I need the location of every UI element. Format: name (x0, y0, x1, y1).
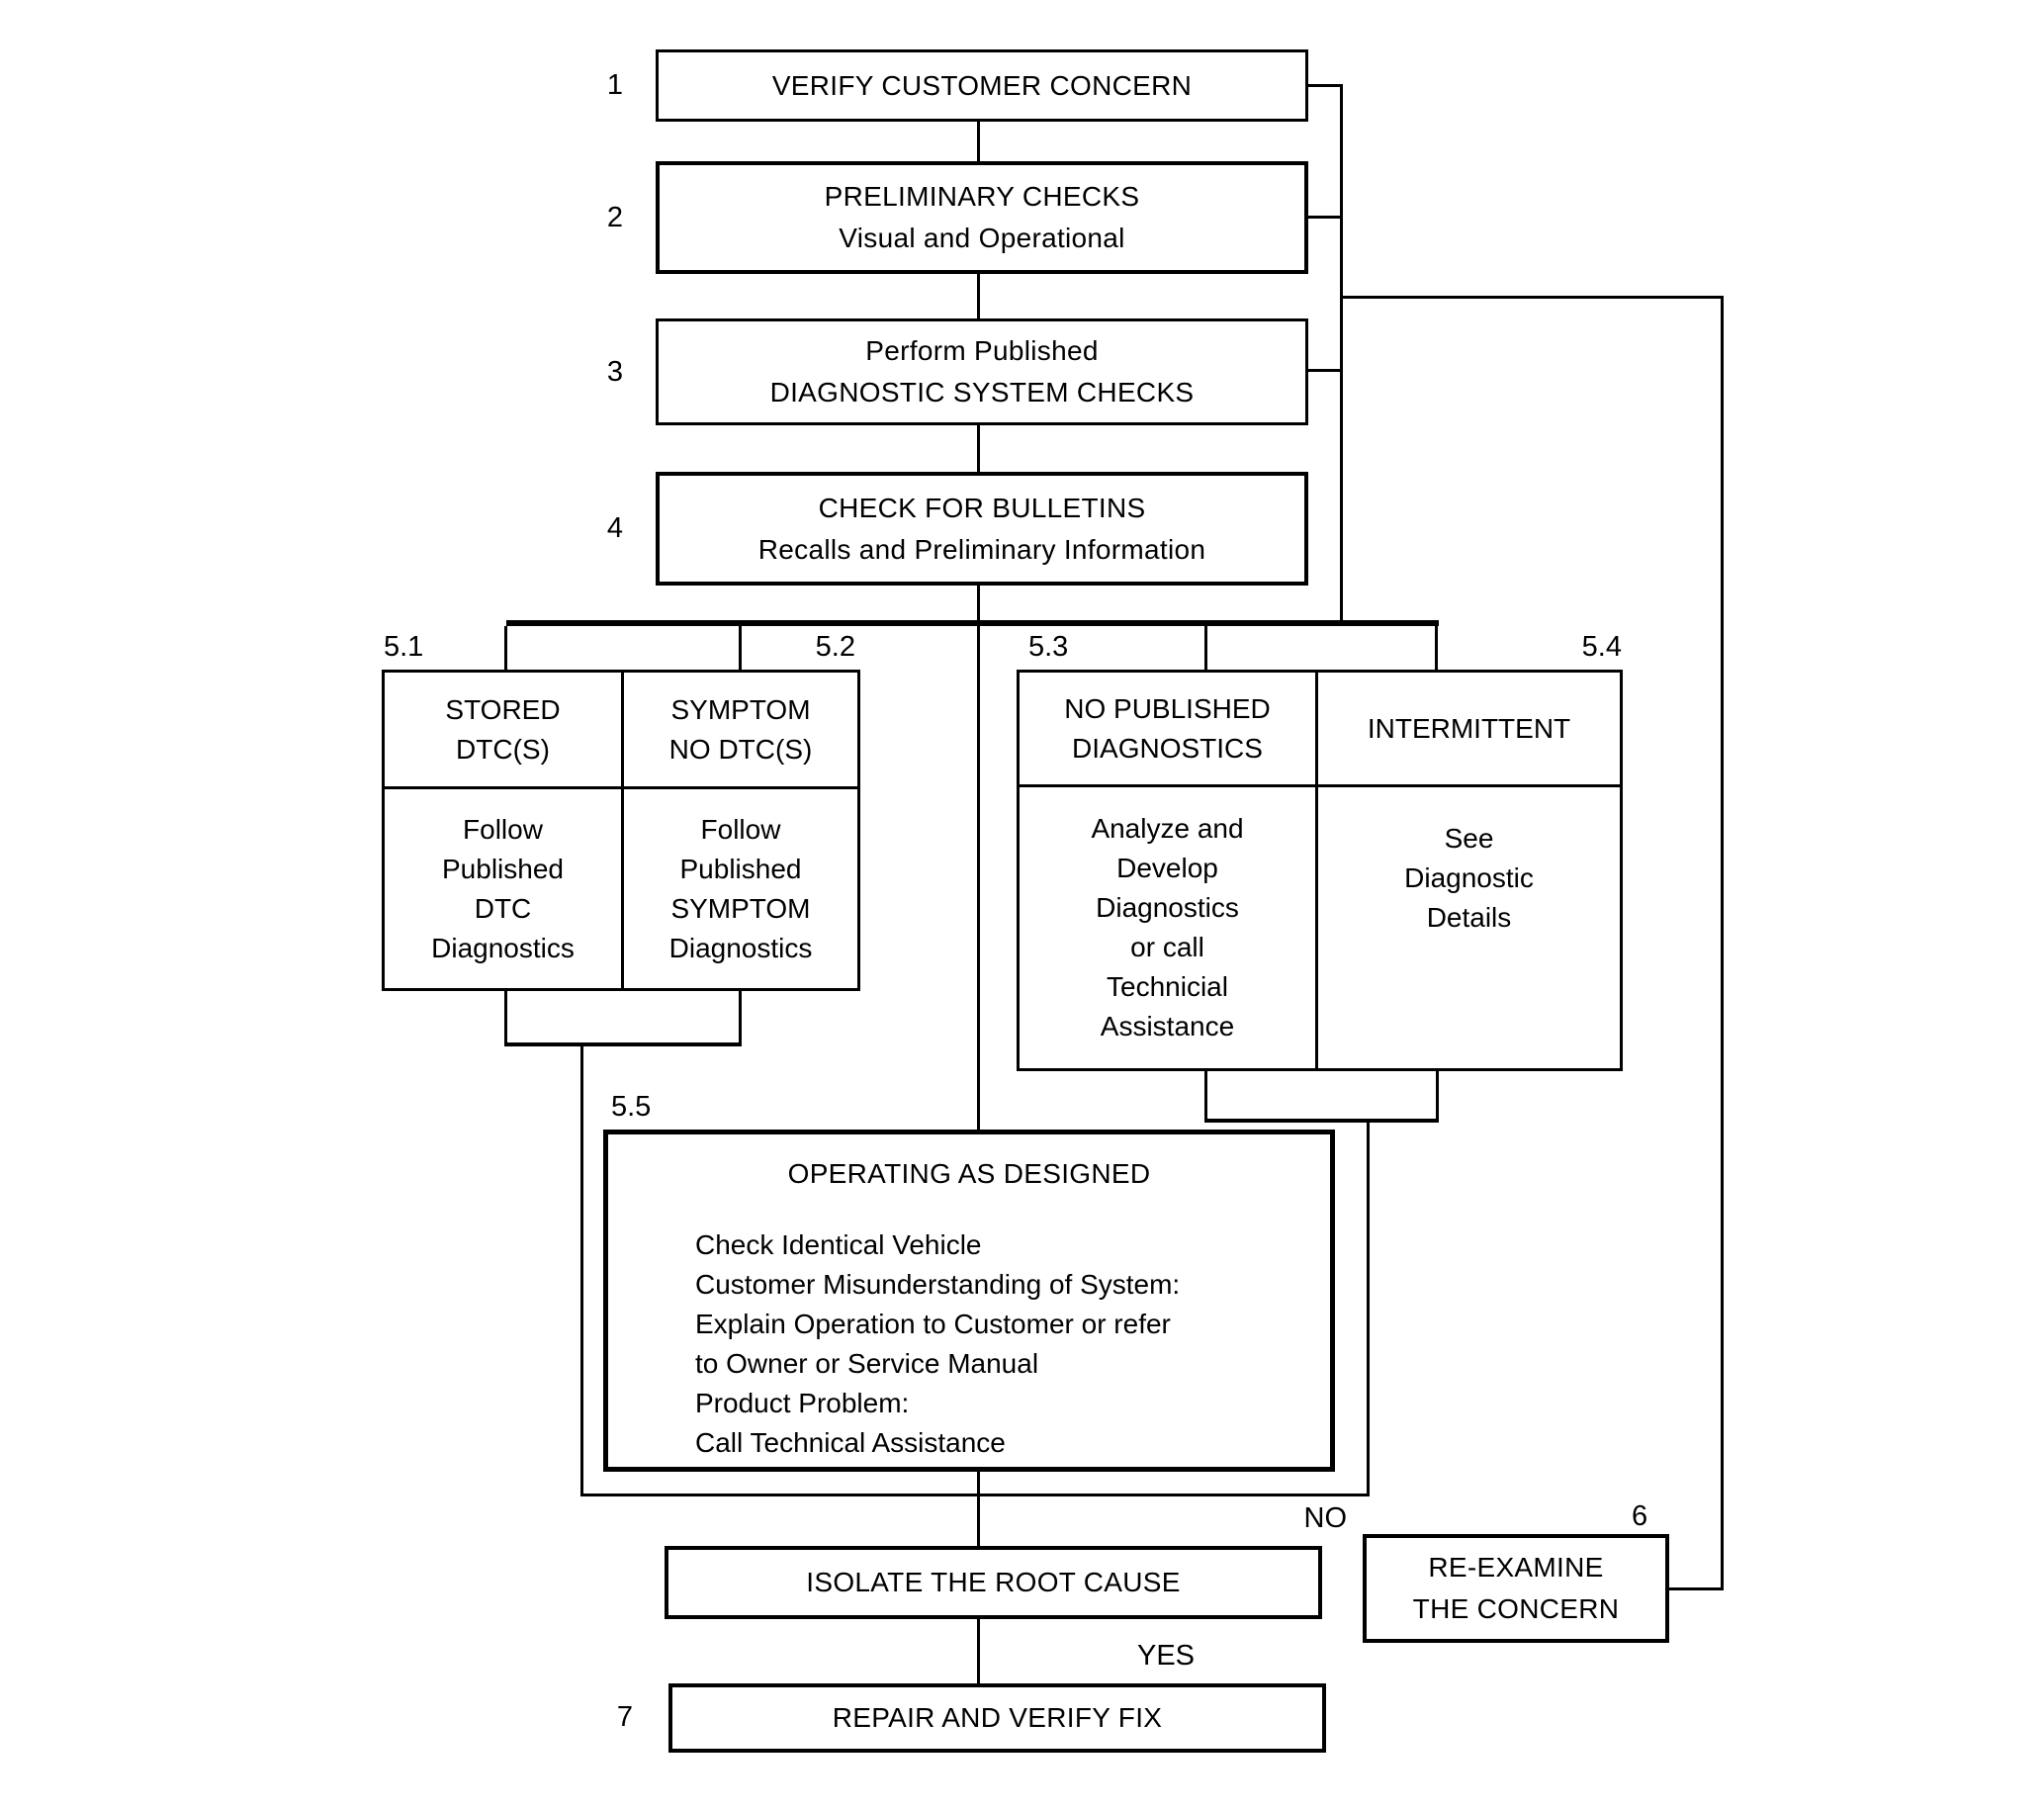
left-bracket-left-leg (504, 991, 507, 1046)
label-5-5: 5.5 (611, 1091, 652, 1123)
step-6-number: 6 (1632, 1500, 1648, 1532)
step-4-check-for-bulletins-box: CHECK FOR BULLETINS Recalls and Prelimin… (656, 472, 1308, 586)
left-bracket-bottom (504, 1042, 742, 1046)
label-5-1: 5.1 (384, 631, 424, 663)
right-bracket-drop (1367, 1123, 1370, 1495)
drop-5-2 (739, 626, 742, 670)
step-7-repair-verify-fix-box: REPAIR AND VERIFY FIX (668, 1683, 1326, 1753)
cell-5-1-header: STORED DTC(S) (385, 673, 624, 789)
label-5-2: 5.2 (815, 631, 855, 663)
connector-operating-isolate (977, 1472, 980, 1546)
connector-step1-step2 (977, 122, 980, 161)
left-bracket-drop (580, 1046, 583, 1495)
step-1-verify-customer-concern-box: VERIFY CUSTOMER CONCERN (656, 49, 1308, 122)
step-7-number: 7 (616, 1701, 633, 1733)
cell-5-3-header: NO PUBLISHED DIAGNOSTICS (1020, 673, 1318, 787)
drop-5-4 (1435, 626, 1438, 670)
connector-branch-rail-operating-box (977, 622, 980, 1130)
right-bracket-right-leg (1436, 1071, 1439, 1123)
stub-step3-rail (1308, 369, 1340, 372)
connector-step4-branch-rail (977, 586, 980, 622)
operating-box-title: OPERATING AS DESIGNED (787, 1158, 1151, 1189)
label-5-3: 5.3 (1028, 631, 1069, 663)
step-6-reexamine-concern-box: RE-EXAMINE THE CONCERN (1363, 1534, 1669, 1643)
label-no: NO (1303, 1502, 1348, 1534)
operating-box-body: Check Identical Vehicle Customer Misunde… (695, 1229, 1181, 1458)
step-3-number: 3 (606, 356, 623, 388)
loop-into-reexamine-line (1669, 1587, 1721, 1590)
connector-step3-step4 (977, 425, 980, 472)
cell-5-4-body: See Diagnostic Details (1404, 823, 1534, 933)
branch-table-nopublished-intermittent: NO PUBLISHED DIAGNOSTICS INTERMITTENT An… (1017, 670, 1623, 1071)
loop-right-line (1721, 296, 1724, 1590)
cell-5-1-body: Follow Published DTC Diagnostics (385, 789, 624, 988)
cell-5-2-header: SYMPTOM NO DTC(S) (624, 673, 857, 789)
operating-as-designed-box: OPERATING AS DESIGNED Check Identical Ve… (603, 1130, 1335, 1472)
cell-5-4-header: INTERMITTENT (1318, 673, 1620, 787)
left-bracket-right-leg (739, 991, 742, 1046)
drop-5-3 (1204, 626, 1207, 670)
merge-rail (580, 1494, 1370, 1496)
loop-top-line (1340, 296, 1724, 299)
stub-step2-rail (1308, 216, 1340, 219)
connector-step2-step3 (977, 274, 980, 318)
drop-5-1 (504, 626, 507, 670)
branch-table-dtc-symptom: STORED DTC(S) SYMPTOM NO DTC(S) Follow P… (382, 670, 860, 991)
right-feedback-rail (1340, 84, 1343, 625)
right-bracket-bottom (1204, 1119, 1439, 1123)
label-yes: YES (1137, 1640, 1196, 1672)
step-4-number: 4 (606, 512, 623, 544)
cell-5-2-body: Follow Published SYMPTOM Diagnostics (668, 813, 813, 963)
right-bracket-left-leg (1204, 1071, 1207, 1123)
stub-step1-rail (1308, 84, 1340, 87)
isolate-root-cause-box: ISOLATE THE ROOT CAUSE (665, 1546, 1322, 1619)
connector-isolate-repair (977, 1619, 980, 1683)
step-2-number: 2 (606, 202, 623, 233)
step-1-number: 1 (606, 69, 623, 101)
step-3-diagnostic-system-checks-box: Perform Published DIAGNOSTIC SYSTEM CHEC… (656, 318, 1308, 425)
label-5-4: 5.4 (1581, 631, 1622, 663)
cell-5-3-body: Analyze and Develop Diagnostics or call … (1020, 787, 1318, 1068)
step-2-preliminary-checks-box: PRELIMINARY CHECKS Visual and Operationa… (656, 161, 1308, 274)
branch-rail (506, 620, 1439, 626)
